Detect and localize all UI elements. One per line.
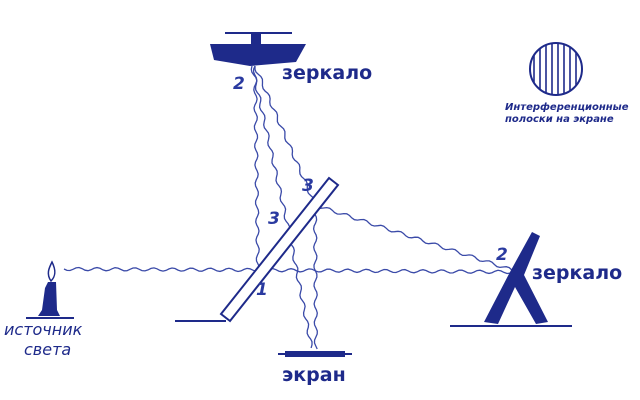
marker-splitter-lower: 3 [268,209,280,229]
fringes-caption-line2: полоски на экране [505,114,614,125]
ray-top-mirror-to-splitter [252,65,261,271]
top-mirror [210,32,306,66]
ray-splitter-to-right-mirror [257,267,511,275]
marker-top-mirror: 2 [233,74,245,94]
top-mirror-label: зеркало [282,62,373,84]
source-label-line1: источник [4,320,83,339]
right-mirror [450,232,572,327]
ray-top-mirror-to-lower-point [250,65,291,237]
candle-icon [26,260,74,319]
ray-top-mirror-to-upper-point [254,66,316,204]
beam-splitter [175,176,340,323]
light-rays [63,65,513,350]
ray-source-to-splitter [63,266,257,273]
screen-label: экран [282,364,346,386]
ray-upper-point-to-right-mirror [314,204,513,271]
screen [278,351,352,357]
right-mirror-label: зеркало [532,262,623,284]
ray-lower-point-to-screen [288,235,313,349]
interference-fringes-icon [529,42,583,96]
marker-splitter-upper: 3 [302,176,314,196]
marker-right-mirror: 2 [496,245,508,265]
source-label-line2: света [24,340,72,359]
fringes-caption-line1: Интерференционные [505,102,629,113]
ray-upper-point-to-screen [312,204,318,350]
marker-splitter: 1 [256,280,268,300]
